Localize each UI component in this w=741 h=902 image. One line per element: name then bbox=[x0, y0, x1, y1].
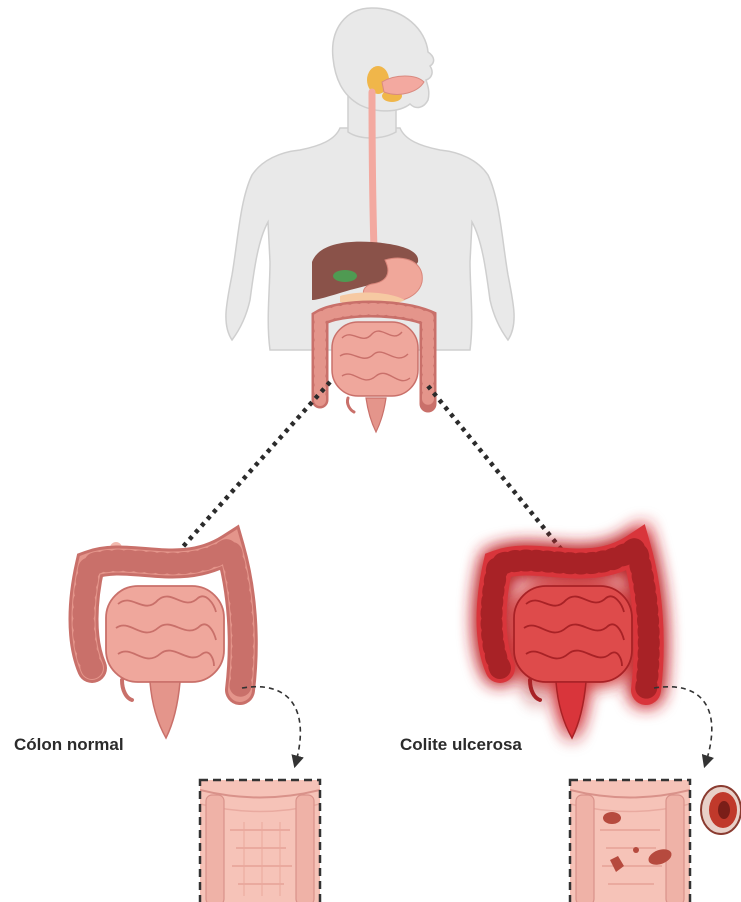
connector-line-right bbox=[428, 386, 570, 560]
normal-mucosa-icon bbox=[200, 780, 320, 902]
inflamed-colon-icon bbox=[492, 548, 649, 738]
ulcer-lesion bbox=[603, 812, 621, 824]
normal-colon-icon bbox=[84, 548, 243, 738]
colon-cross-section-icon bbox=[701, 786, 741, 834]
label-ulcerative-colitis: Colite ulcerosa bbox=[400, 735, 522, 755]
ulcer-lesion bbox=[633, 847, 639, 853]
connector-line-left bbox=[180, 382, 330, 550]
arrow-ulcerative bbox=[654, 687, 712, 762]
ulcerated-mucosa-icon bbox=[570, 780, 690, 902]
human-body-icon bbox=[226, 8, 514, 432]
label-normal-colon: Cólon normal bbox=[14, 735, 124, 755]
